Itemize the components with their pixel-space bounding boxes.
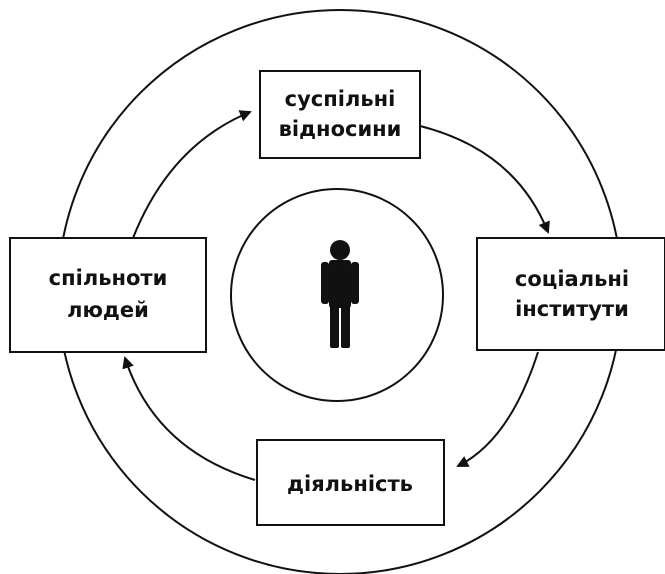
box-communities-line1: спільноти [49,266,168,290]
box-activity-line1: діяльність [287,472,413,496]
box-communities: спільноти людей [9,237,207,353]
box-activity: діяльність [256,439,445,526]
arrow-bottom-to-left [122,356,256,481]
box-communities-line2: людей [67,298,149,322]
arrow-right-to-bottom [456,351,539,467]
person-icon [321,240,359,348]
box-social-relations: суспільні відносини [259,70,421,159]
box-social-institutions-line2: інститути [515,297,629,321]
arrow-left-to-top [132,110,252,239]
inner-circle [230,188,444,402]
box-social-relations-line1: суспільні [285,87,396,111]
box-social-relations-line2: відносини [279,117,402,141]
arrow-top-to-right [419,125,550,234]
box-social-institutions-line1: соціальні [515,267,629,291]
box-social-institutions: соціальні інститути [476,237,665,351]
